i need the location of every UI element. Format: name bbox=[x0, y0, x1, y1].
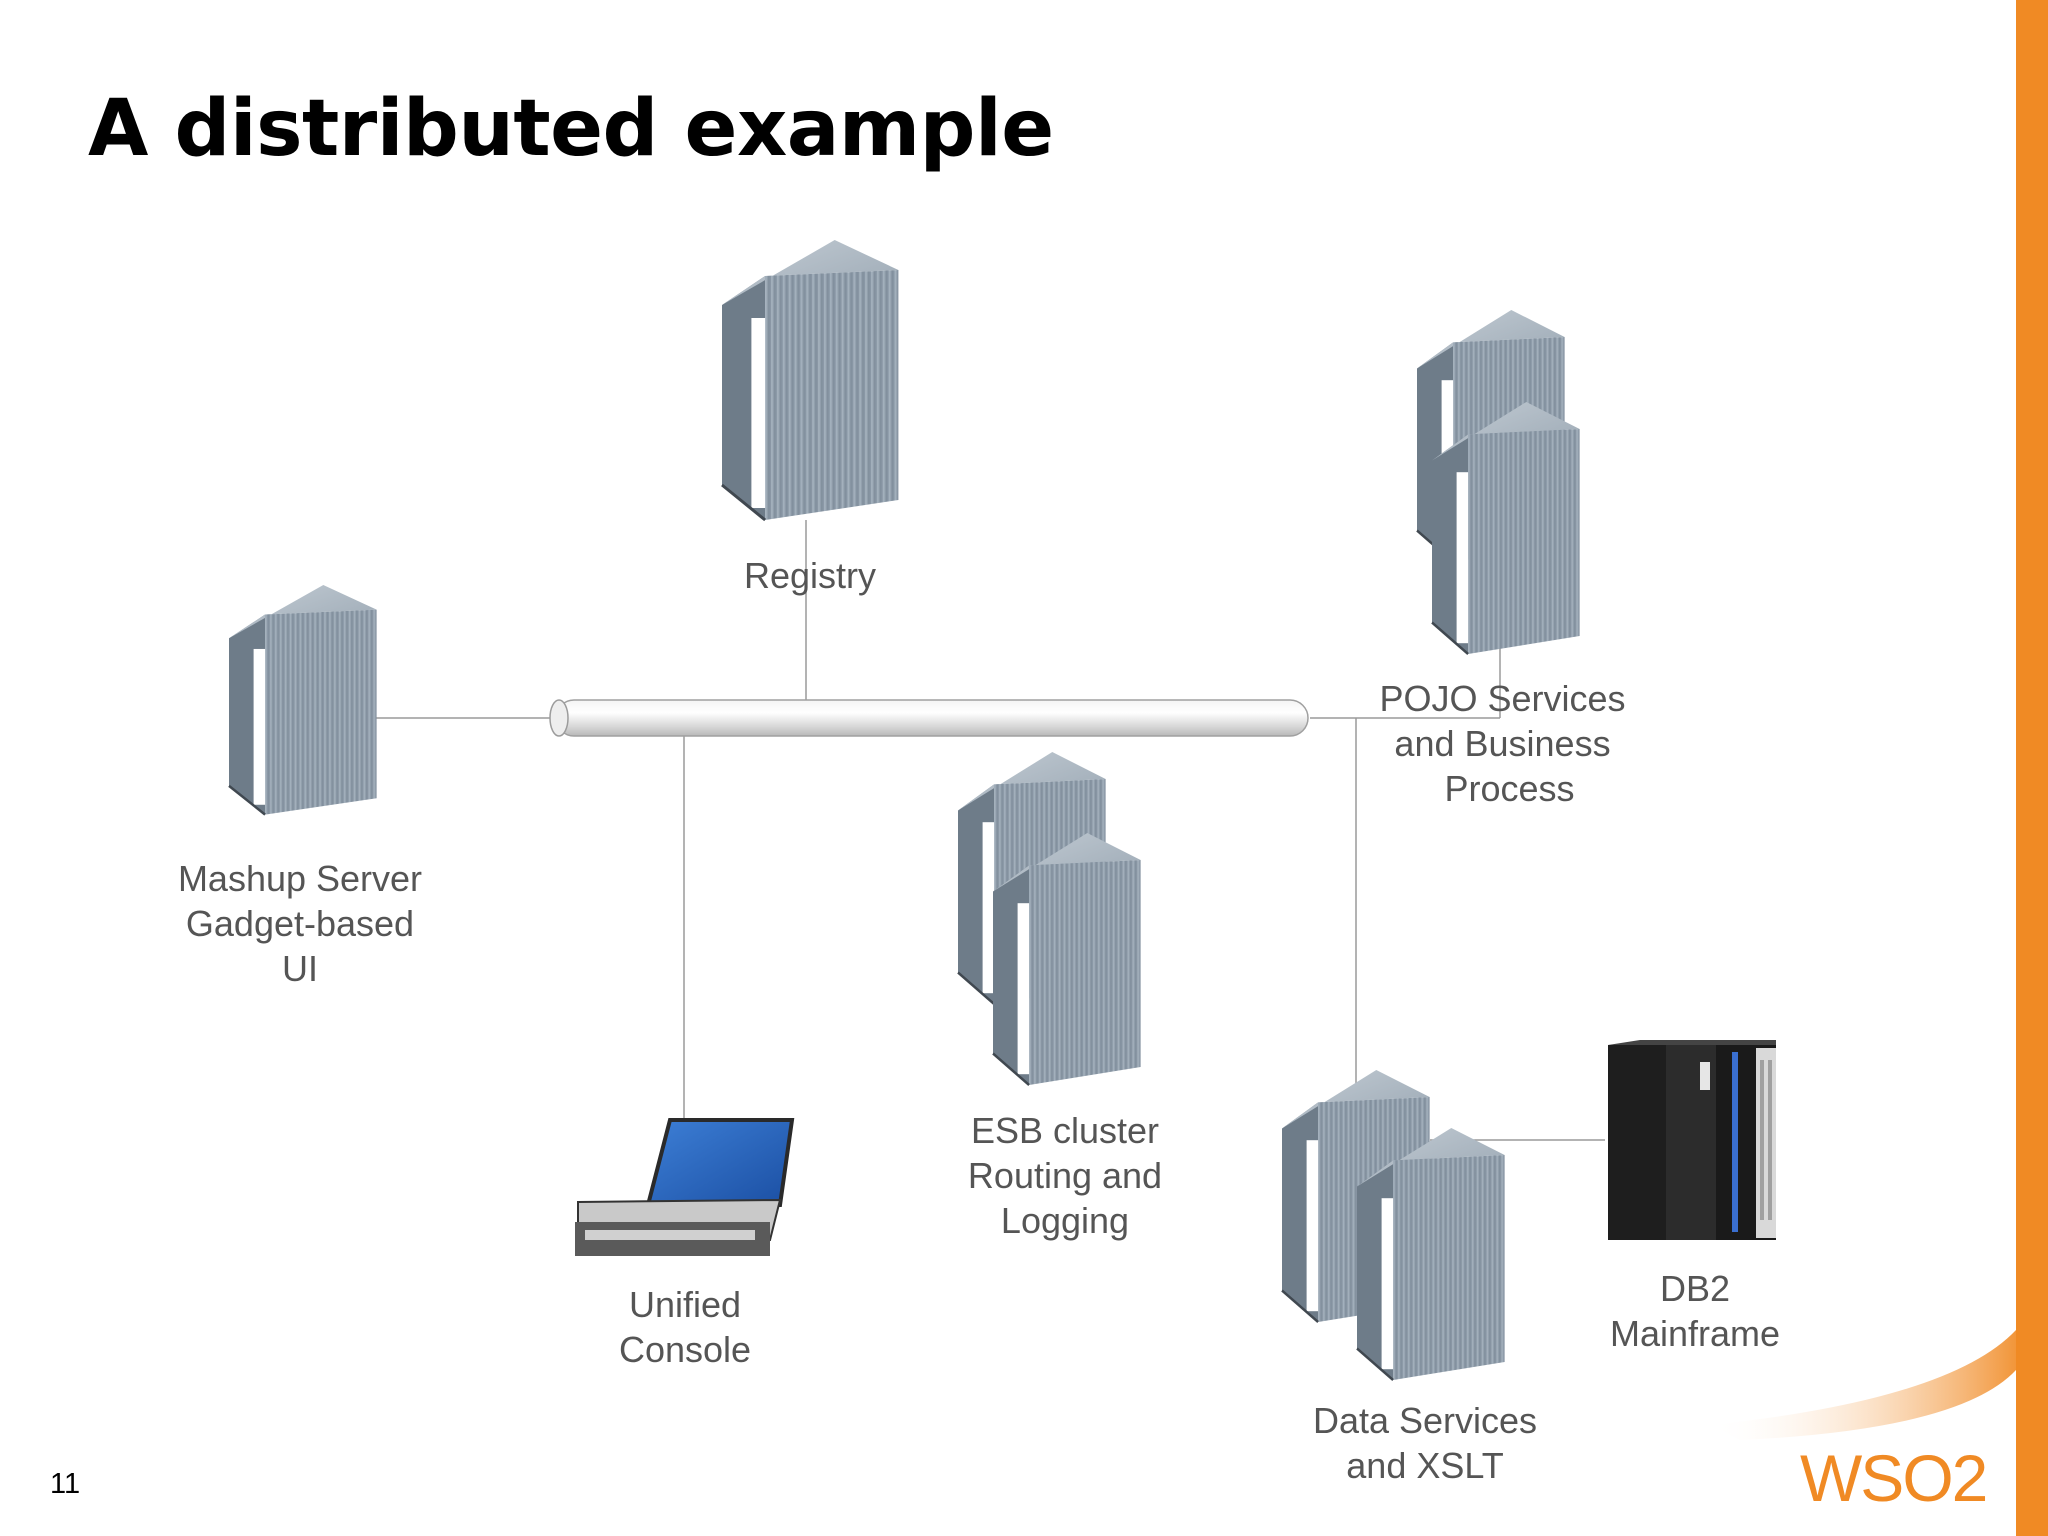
wso2-logo-text: WSO2 bbox=[1800, 1441, 1988, 1515]
db2-label-line: Mainframe bbox=[1609, 1313, 1781, 1354]
mashup-server-icon bbox=[227, 583, 378, 816]
data-services-server-cluster-icon bbox=[1280, 1068, 1506, 1382]
console-label-line: Console bbox=[618, 1329, 752, 1370]
esb-label-line: Routing and bbox=[967, 1155, 1163, 1196]
esb-server-cluster-icon bbox=[956, 750, 1142, 1087]
mainframe-icon bbox=[1608, 1040, 1776, 1240]
esb-label: ESB cluster Routing and Logging bbox=[940, 1108, 1190, 1243]
db2-label-line: DB2 bbox=[1659, 1268, 1731, 1309]
slide-title: A distributed example bbox=[88, 84, 1054, 174]
esb-label-line: ESB cluster bbox=[970, 1110, 1160, 1151]
data-services-label-line: and XSLT bbox=[1346, 1445, 1504, 1486]
pojo-server-cluster-icon bbox=[1415, 308, 1581, 656]
mashup-label: Mashup Server Gadget-based UI bbox=[160, 856, 440, 991]
data-services-label: Data Services and XSLT bbox=[1285, 1398, 1565, 1488]
wso2-logo: WSO2 bbox=[1800, 1440, 1990, 1520]
mashup-label-line: Mashup Server bbox=[177, 858, 423, 899]
registry-label: Registry bbox=[743, 555, 877, 596]
pojo-label: POJO Services and Business Process bbox=[1350, 676, 1655, 811]
pojo-label-line: Process bbox=[1444, 768, 1575, 809]
esb-label-line: Logging bbox=[1000, 1200, 1130, 1241]
data-services-label-line: Data Services bbox=[1312, 1400, 1538, 1441]
mashup-label-line: Gadget-based bbox=[185, 903, 415, 944]
accent-side-bar bbox=[2016, 0, 2048, 1536]
laptop-icon bbox=[575, 1118, 795, 1256]
console-label: Unified Console bbox=[575, 1282, 795, 1372]
registry-server-icon bbox=[720, 238, 900, 522]
mashup-label-line: UI bbox=[282, 948, 318, 989]
pojo-label-line: and Business bbox=[1394, 723, 1611, 764]
db2-label: DB2 Mainframe bbox=[1580, 1266, 1810, 1356]
pojo-label-line: POJO Services bbox=[1379, 678, 1626, 719]
wso2-logo-swoosh bbox=[1710, 1330, 2016, 1440]
console-label-line: Unified bbox=[628, 1284, 742, 1325]
network-bus bbox=[549, 699, 1309, 737]
page-number: 11 bbox=[50, 1468, 81, 1500]
